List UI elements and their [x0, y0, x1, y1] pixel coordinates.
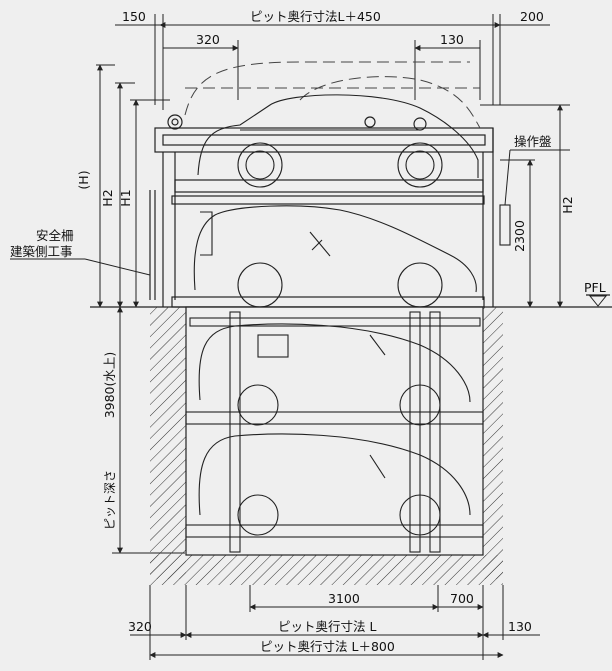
control-panel-box — [499, 204, 511, 246]
dim-height-h1: H1 — [118, 189, 133, 206]
dim-second-right: 130 — [440, 32, 464, 47]
dim-top-center: ピット奥行寸法L＋450 — [250, 9, 381, 24]
control-panel-label: 操作盤 — [514, 134, 552, 149]
pit-structure — [150, 306, 503, 585]
dim-700: 700 — [450, 591, 474, 606]
dim-top-left: 150 — [122, 9, 146, 24]
dim-bottom-130: 130 — [508, 619, 532, 634]
right-height-dims — [480, 104, 570, 308]
dim-top-right: 200 — [520, 9, 544, 24]
leader-lines — [10, 149, 570, 276]
ground-car — [193, 205, 477, 308]
pit-car-upper — [198, 323, 471, 426]
upper-car — [197, 94, 479, 188]
dim-bottom-total: ピット奥行寸法 L＋800 — [260, 639, 395, 654]
dim-bottom-320: 320 — [128, 619, 152, 634]
safety-fence-label: 安全柵 — [36, 228, 74, 243]
pfl-triangle-icon — [588, 295, 608, 307]
dim-height-h-paren: (H) — [76, 170, 91, 189]
pfl-label: PFL — [584, 280, 606, 295]
bottom-dimensions — [130, 585, 540, 660]
dim-pit-depth-label: ピット深さ — [103, 470, 117, 530]
dim-h2: H2 — [560, 196, 575, 213]
left-height-dims — [96, 64, 185, 554]
pit-car-lower — [198, 433, 471, 536]
building-work-label: 建築側工事 — [10, 244, 73, 259]
ghost-car-outline — [184, 61, 481, 129]
safety-fence-shape — [149, 190, 156, 300]
dim-second-left: 320 — [196, 32, 220, 47]
pit-frame — [185, 311, 484, 553]
upper-frame — [154, 114, 494, 308]
dim-height-h1-top: H2 — [100, 189, 115, 206]
dim-bottom-center: ピット奥行寸法 L — [278, 619, 376, 634]
dim-2300: 2300 — [512, 220, 527, 252]
dim-3100: 3100 — [328, 591, 360, 606]
dim-pit-depth-value: 3980(水上) — [102, 352, 117, 419]
top-dimensions — [115, 14, 550, 110]
